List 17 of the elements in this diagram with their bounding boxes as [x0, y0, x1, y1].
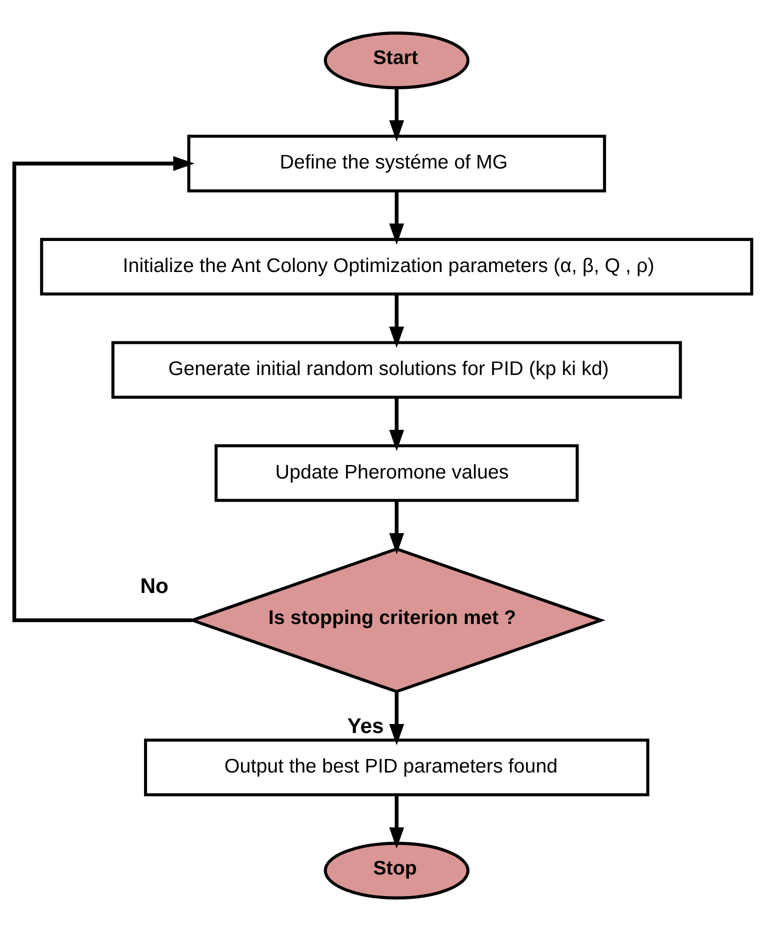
edge-label: No	[140, 574, 169, 598]
node-box: Initialize the Ant Colony Optimization parameters (α, β, Q , ρ)	[40, 238, 754, 296]
arrow	[389, 294, 404, 348]
arrow	[389, 692, 404, 746]
arrow	[389, 191, 404, 245]
node-ellipse: Start	[324, 32, 470, 90]
node-box: Define the systéme of MG	[187, 134, 606, 192]
edge-label: Yes	[347, 714, 384, 738]
arrow	[12, 156, 195, 622]
arrow	[389, 88, 404, 142]
arrow	[389, 398, 404, 452]
node-box: Update Pheromone values	[214, 444, 579, 502]
node-box: Output the best PID parameters found	[144, 738, 650, 796]
arrow	[389, 795, 404, 849]
arrow	[389, 500, 404, 554]
node-ellipse: Stop	[324, 842, 470, 900]
node-box: Generate initial random solutions for PID (kp ki kd)	[111, 341, 682, 399]
